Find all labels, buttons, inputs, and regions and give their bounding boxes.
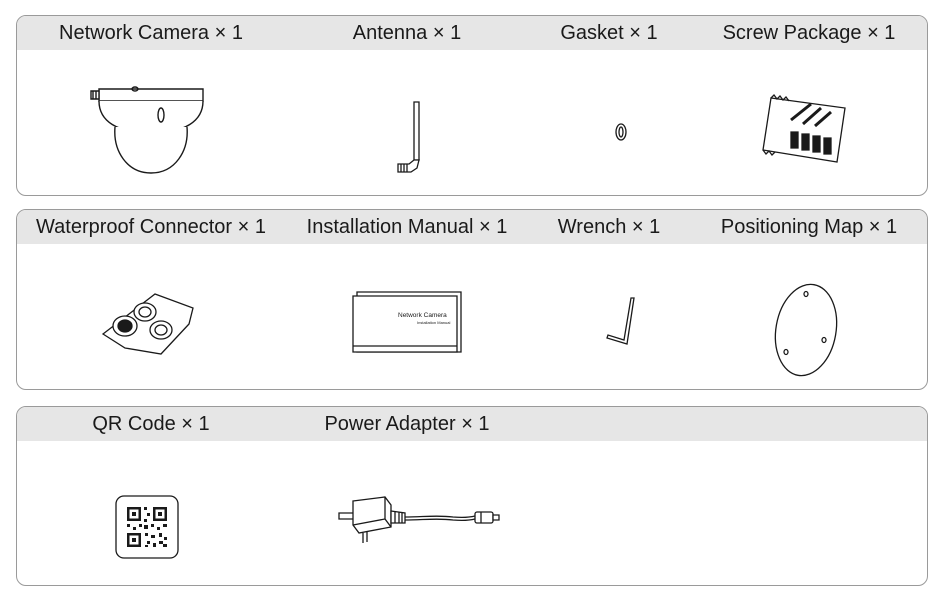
- installation-manual-icon: [351, 286, 467, 354]
- qr-code-icon: [115, 495, 179, 559]
- package-panel-3: QR Code × 1 Power Adapter × 1: [16, 406, 928, 586]
- gasket-icon: [613, 120, 629, 144]
- wrench-icon: [603, 294, 639, 350]
- panel-header: [17, 407, 927, 441]
- antenna-icon: [395, 100, 425, 180]
- power-adapter-icon: [333, 493, 503, 549]
- item-label-qr-code: QR Code × 1: [92, 413, 210, 435]
- item-label-wrench: Wrench × 1: [557, 216, 661, 238]
- manual-cover-title: Network Camera: [398, 312, 447, 319]
- item-label-antenna: Antenna × 1: [352, 22, 462, 44]
- waterproof-connector-icon: [101, 290, 195, 356]
- panel-header: [17, 16, 927, 50]
- item-label-power-adapter: Power Adapter × 1: [324, 413, 490, 435]
- package-panel-1: Network Camera × 1 Antenna × 1 Gasket × …: [16, 15, 928, 196]
- panel-header: [17, 210, 927, 244]
- item-label-waterproof-connector: Waterproof Connector × 1: [36, 216, 266, 238]
- item-label-network-camera: Network Camera × 1: [59, 22, 243, 44]
- positioning-map-icon: [771, 280, 841, 380]
- item-label-screw-package: Screw Package × 1: [722, 22, 896, 44]
- screw-package-icon: [761, 90, 853, 168]
- network-camera-icon: [87, 81, 207, 191]
- item-label-installation-manual: Installation Manual × 1: [306, 216, 508, 238]
- item-label-gasket: Gasket × 1: [560, 22, 658, 44]
- package-panel-2: Waterproof Connector × 1 Installation Ma…: [16, 209, 928, 390]
- item-label-positioning-map: Positioning Map × 1: [720, 216, 898, 238]
- manual-cover-subtitle: Installation Manual: [417, 320, 451, 325]
